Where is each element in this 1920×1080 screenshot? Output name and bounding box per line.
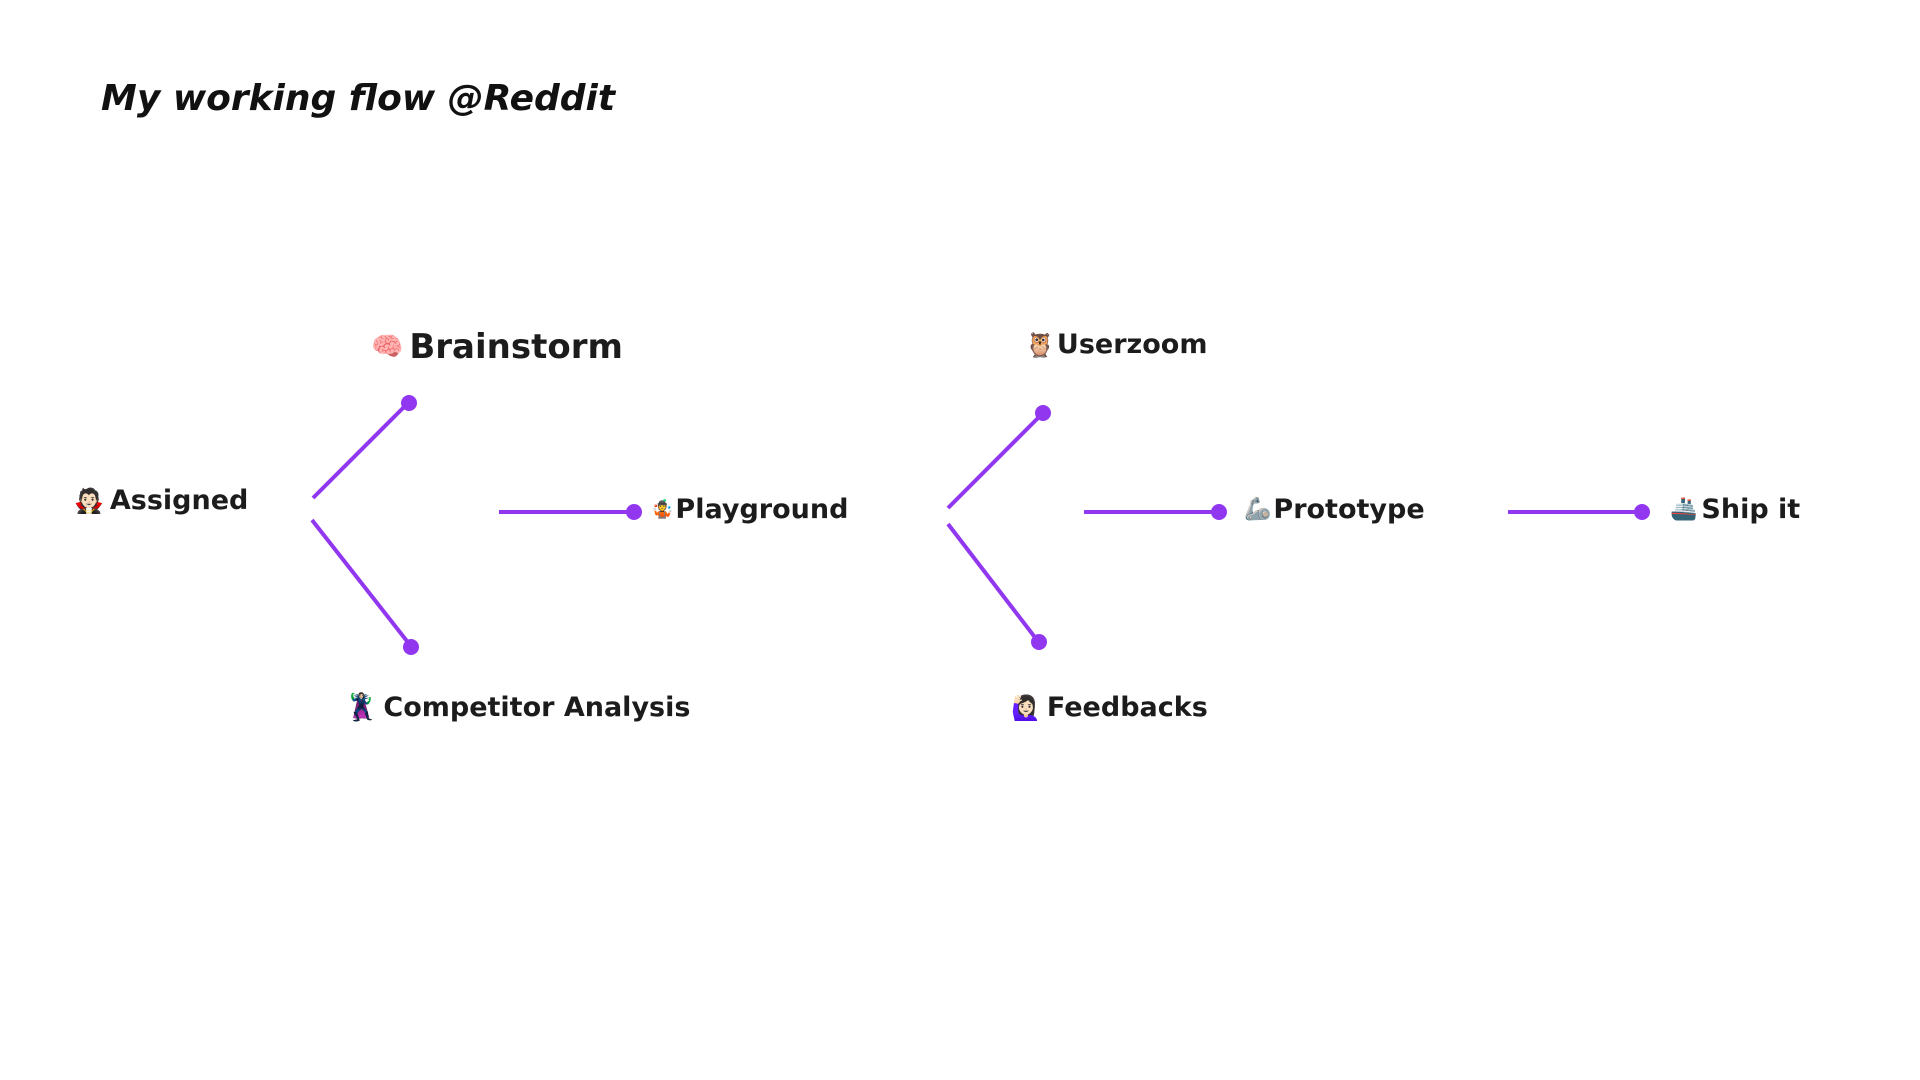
raising-hand-icon: 🙋🏻‍♀️: [1011, 693, 1041, 722]
node-label: Assigned: [109, 485, 249, 516]
node-competitor-analysis: 🦹🏻‍♀️ Competitor Analysis: [345, 692, 690, 723]
node-playground: 🤹 Playground: [651, 494, 848, 525]
ship-icon: 🚢: [1670, 497, 1698, 522]
vampire-icon: 🧛🏻: [74, 486, 104, 515]
node-label: Prototype: [1273, 494, 1425, 525]
connector-assigned-competitor: [310, 518, 412, 647]
node-label: Feedbacks: [1046, 692, 1208, 723]
juggling-icon: 🤹: [651, 499, 674, 520]
node-label: Brainstorm: [409, 327, 623, 367]
node-prototype: 🦾 Prototype: [1244, 494, 1425, 525]
supervillain-icon: 🦹🏻‍♀️: [345, 692, 378, 723]
node-label: Ship it: [1701, 494, 1801, 525]
connector-endpoint-prototype: [1211, 504, 1227, 520]
node-label: Playground: [675, 494, 849, 525]
connector-endpoint-competitor: [403, 639, 419, 655]
owl-icon: 🦉: [1025, 330, 1055, 359]
connector-playground-feedbacks: [946, 522, 1039, 642]
node-assigned: 🧛🏻 Assigned: [74, 485, 248, 516]
node-brainstorm: 🧠 Brainstorm: [371, 327, 623, 367]
node-ship-it: 🚢 Ship it: [1670, 494, 1800, 525]
connector-endpoint-brainstorm: [401, 395, 417, 411]
connector-endpoint-userzoom: [1035, 405, 1051, 421]
node-feedbacks: 🙋🏻‍♀️ Feedbacks: [1011, 692, 1208, 723]
connector-endpoint-shipit: [1634, 504, 1650, 520]
brain-icon: 🧠: [371, 332, 404, 362]
connector-endpoint-playground: [626, 504, 642, 520]
page-title: My working flow @Reddit: [101, 78, 616, 119]
mechanical-arm-icon: 🦾: [1244, 497, 1272, 522]
node-label: Competitor Analysis: [383, 692, 691, 723]
node-userzoom: 🦉 Userzoom: [1025, 329, 1207, 360]
connector-playground-userzoom: [946, 412, 1044, 510]
connector-endpoint-feedbacks: [1031, 634, 1047, 650]
node-label: Userzoom: [1056, 329, 1208, 360]
connector-assigned-brainstorm: [311, 402, 409, 500]
